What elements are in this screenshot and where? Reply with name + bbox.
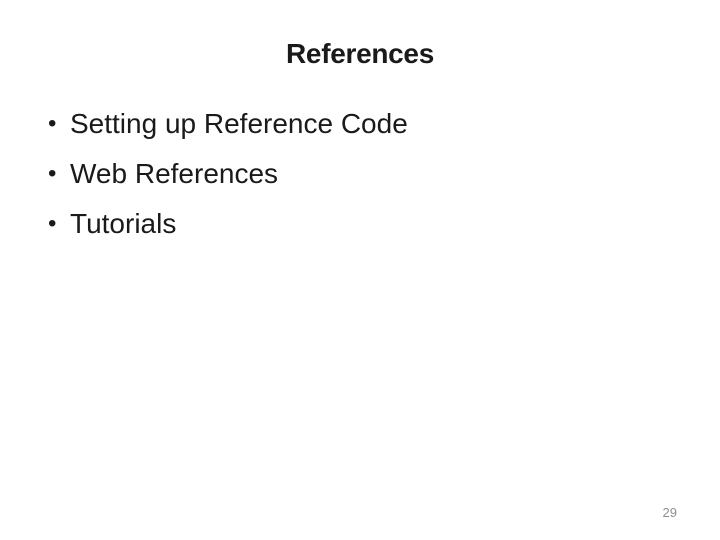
bullet-marker-icon: • — [48, 160, 57, 187]
page-number: 29 — [662, 505, 677, 520]
bullet-marker-icon: • — [48, 110, 57, 137]
bullet-item: • Setting up Reference Code — [48, 99, 690, 149]
bullet-item: • Web References — [48, 149, 690, 199]
bullet-list: • Setting up Reference Code • Web Refere… — [48, 99, 690, 249]
bullet-item: • Tutorials — [48, 199, 690, 249]
bullet-text: Tutorials — [70, 208, 177, 239]
bullet-text: Setting up Reference Code — [70, 108, 408, 139]
bullet-text: Web References — [70, 158, 279, 189]
bullet-marker-icon: • — [48, 210, 57, 237]
slide-title: References — [286, 38, 434, 69]
